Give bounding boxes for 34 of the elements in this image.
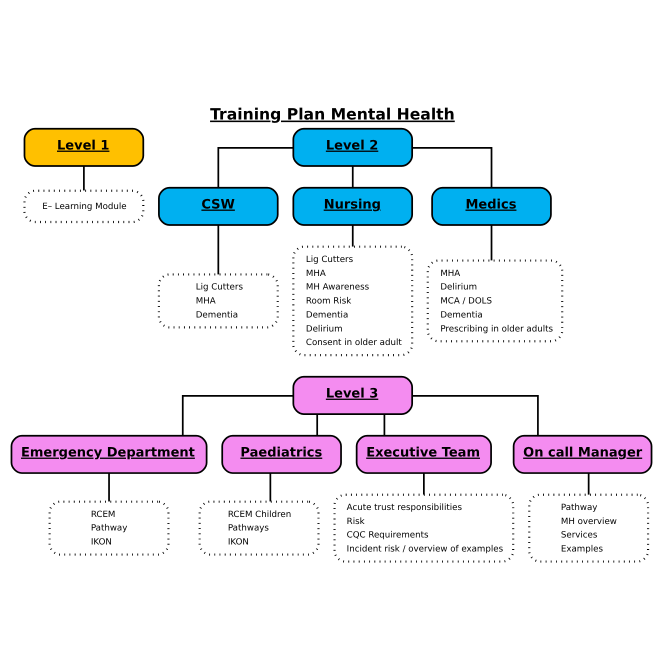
connector bbox=[352, 225, 354, 247]
connector bbox=[412, 395, 539, 436]
node-box: Medics bbox=[431, 186, 552, 226]
node-box: Lig Cutters MHA MH Awareness Room Risk Dementia Delirium Consent in older adult bbox=[292, 246, 414, 356]
connector bbox=[269, 473, 272, 502]
node-box: RCEM Pathway IKON bbox=[48, 500, 170, 556]
node-box: Level 2 bbox=[292, 128, 414, 167]
connector bbox=[182, 395, 294, 436]
connector bbox=[412, 146, 492, 188]
node-box: Level 1 bbox=[24, 128, 144, 167]
connector bbox=[217, 146, 293, 188]
connector bbox=[490, 225, 492, 260]
connector bbox=[384, 414, 386, 436]
node-box: RCEM Children Pathways IKON bbox=[198, 500, 320, 556]
connector bbox=[588, 473, 590, 495]
connector bbox=[316, 414, 318, 436]
connector bbox=[423, 473, 425, 495]
diagram-title: Training Plan Mental Health bbox=[210, 106, 455, 124]
node-box: Lig Cutters MHA Dementia bbox=[158, 273, 279, 328]
connector bbox=[352, 166, 354, 188]
node-box: MHA Delirium MCA / DOLS Dementia Prescribing in older adults bbox=[426, 260, 564, 342]
node-box: Pathway MH overview Services Examples bbox=[528, 494, 650, 563]
connector bbox=[217, 225, 220, 274]
connector bbox=[83, 166, 85, 190]
node-box: Executive Team bbox=[356, 434, 492, 474]
node-box: Level 3 bbox=[292, 376, 414, 415]
node-box: Paediatrics bbox=[221, 434, 342, 474]
node-box: Acute trust responsibilities Risk CQC Requirements Incident risk / overview of examples bbox=[333, 494, 514, 563]
connector bbox=[108, 473, 110, 502]
node-box: CSW bbox=[158, 186, 279, 226]
node-box: Emergency Department bbox=[10, 434, 208, 474]
node-box: E– Learning Module bbox=[23, 190, 144, 224]
node-box: On call Manager bbox=[512, 434, 652, 474]
node-box: Nursing bbox=[292, 186, 414, 226]
